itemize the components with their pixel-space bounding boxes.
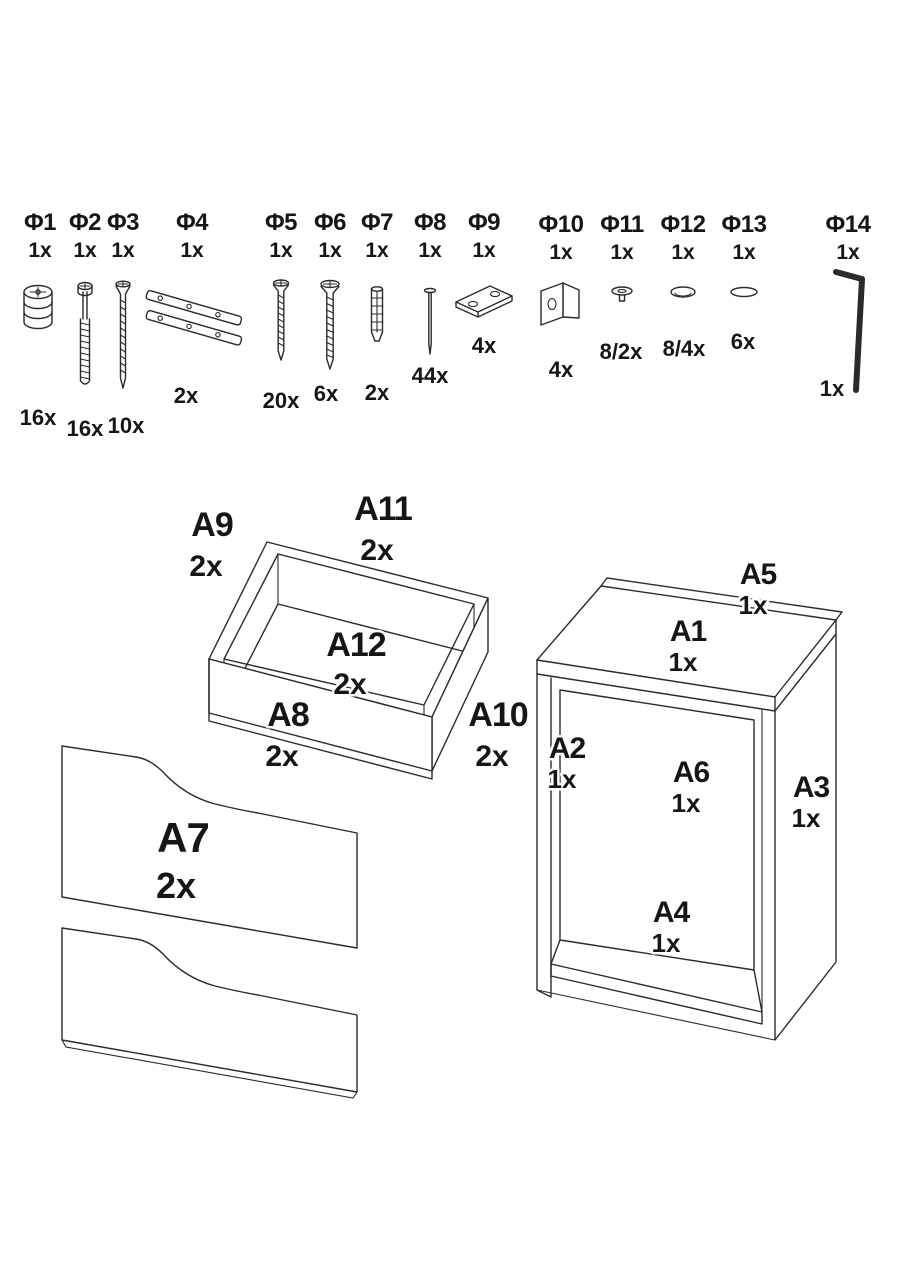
part-qty-a12: 2x bbox=[333, 668, 367, 701]
hardware-unit-phi4: 1x bbox=[180, 239, 204, 262]
hardware-count-phi3: 10x bbox=[108, 413, 145, 438]
part-label-a2: A2 bbox=[549, 732, 586, 765]
hardware-count-phi2: 16x bbox=[67, 416, 104, 441]
hardware-unit-phi9: 1x bbox=[472, 239, 496, 262]
part-label-a3: A3 bbox=[793, 771, 830, 804]
hardware-count-phi4: 2x bbox=[174, 383, 199, 408]
hardware-unit-phi12: 1x bbox=[671, 241, 695, 264]
hardware-id-phi6: Φ6 bbox=[314, 209, 346, 236]
hardware-count-phi5: 20x bbox=[263, 388, 300, 413]
part-qty-a10: 2x bbox=[475, 740, 509, 773]
hardware-unit-phi8: 1x bbox=[418, 239, 442, 262]
hardware-unit-phi14: 1x bbox=[836, 241, 860, 264]
part-label-a7: A7 bbox=[157, 814, 209, 861]
hardware-id-phi10: Φ10 bbox=[539, 211, 584, 238]
part-qty-a7: 2x bbox=[156, 865, 196, 906]
hardware-count-phi10: 4x bbox=[549, 357, 574, 382]
hardware-count-phi13: 6x bbox=[731, 329, 756, 354]
part-qty-a2: 1x bbox=[548, 764, 577, 794]
hardware-count-phi14: 1x bbox=[820, 376, 845, 401]
part-qty-a8: 2x bbox=[265, 740, 299, 773]
hardware-unit-phi1: 1x bbox=[28, 239, 52, 262]
nail-icon bbox=[423, 287, 437, 355]
drawer-fronts-drawing bbox=[61, 745, 358, 1099]
hardware-unit-phi3: 1x bbox=[111, 239, 135, 262]
hardware-count-phi8: 44x bbox=[412, 363, 449, 388]
hardware-id-phi1: Φ1 bbox=[24, 209, 56, 236]
cam-lock-icon bbox=[23, 284, 53, 330]
hardware-id-phi14: Φ14 bbox=[826, 211, 872, 238]
part-label-a5: A5 bbox=[740, 558, 777, 591]
hardware-id-phi7: Φ7 bbox=[361, 209, 393, 236]
hardware-unit-phi5: 1x bbox=[269, 239, 293, 262]
hardware-id-phi2: Φ2 bbox=[69, 209, 101, 236]
hardware-count-phi12: 8/4x bbox=[663, 336, 707, 361]
part-qty-a11: 2x bbox=[360, 534, 394, 567]
part-qty-a9: 2x bbox=[189, 550, 223, 583]
flat-bracket-icon bbox=[455, 285, 513, 318]
part-label-a8: A8 bbox=[267, 696, 309, 734]
wood-screw-large-icon bbox=[320, 279, 340, 370]
drawer-slide-pair-icon bbox=[145, 290, 243, 346]
corner-bracket-icon bbox=[540, 282, 580, 326]
part-label-a9: A9 bbox=[191, 506, 233, 544]
cam-bolt-icon bbox=[77, 281, 93, 385]
hardware-unit-phi11: 1x bbox=[610, 241, 634, 264]
hardware-id-phi3: Φ3 bbox=[107, 209, 139, 236]
hardware-id-phi13: Φ13 bbox=[722, 211, 767, 238]
hardware-unit-phi6: 1x bbox=[318, 239, 342, 262]
part-label-a4: A4 bbox=[653, 896, 691, 929]
part-qty-a6: 1x bbox=[672, 788, 701, 818]
hardware-unit-phi10: 1x bbox=[549, 241, 573, 264]
hardware-id-phi12: Φ12 bbox=[661, 211, 706, 238]
wood-screw-icon bbox=[272, 279, 290, 361]
hardware-count-phi11: 8/2x bbox=[600, 339, 644, 364]
part-qty-a5: 1x bbox=[739, 590, 768, 620]
hardware-unit-phi2: 1x bbox=[73, 239, 97, 262]
part-qty-a3: 1x bbox=[792, 803, 821, 833]
cover-cap-icon bbox=[670, 286, 696, 298]
hardware-id-phi4: Φ4 bbox=[176, 209, 209, 236]
part-qty-a4: 1x bbox=[652, 928, 681, 958]
hardware-row: Φ1 1x 16x Φ2 1x 16x Φ3 1x bbox=[17, 207, 874, 444]
hardware-count-phi6: 6x bbox=[314, 381, 339, 406]
hardware-id-phi5: Φ5 bbox=[265, 209, 297, 236]
hardware-id-phi11: Φ11 bbox=[600, 211, 644, 238]
part-label-a1: A1 bbox=[670, 615, 707, 648]
hardware-id-phi8: Φ8 bbox=[414, 209, 446, 236]
part-label-a6: A6 bbox=[673, 756, 710, 789]
hardware-unit-phi7: 1x bbox=[365, 239, 389, 262]
part-label-a10: A10 bbox=[468, 696, 527, 734]
cap-plug-icon bbox=[611, 286, 633, 302]
hardware-id-phi9: Φ9 bbox=[468, 209, 500, 236]
hardware-count-phi1: 16x bbox=[20, 405, 57, 430]
hardware-unit-phi13: 1x bbox=[732, 241, 756, 264]
allen-key-icon bbox=[833, 269, 865, 393]
hardware-count-phi7: 2x bbox=[365, 380, 390, 405]
drawer-box-drawing bbox=[208, 541, 489, 780]
long-screw-icon bbox=[115, 280, 131, 389]
cabinet-drawing bbox=[536, 577, 843, 1041]
hardware-count-phi9: 4x bbox=[472, 333, 497, 358]
flat-cover-cap-icon bbox=[730, 286, 758, 298]
part-label-a12: A12 bbox=[326, 626, 385, 664]
wall-plug-icon bbox=[370, 286, 384, 342]
part-qty-a1: 1x bbox=[669, 647, 698, 677]
part-label-a11: A11 bbox=[354, 490, 412, 528]
